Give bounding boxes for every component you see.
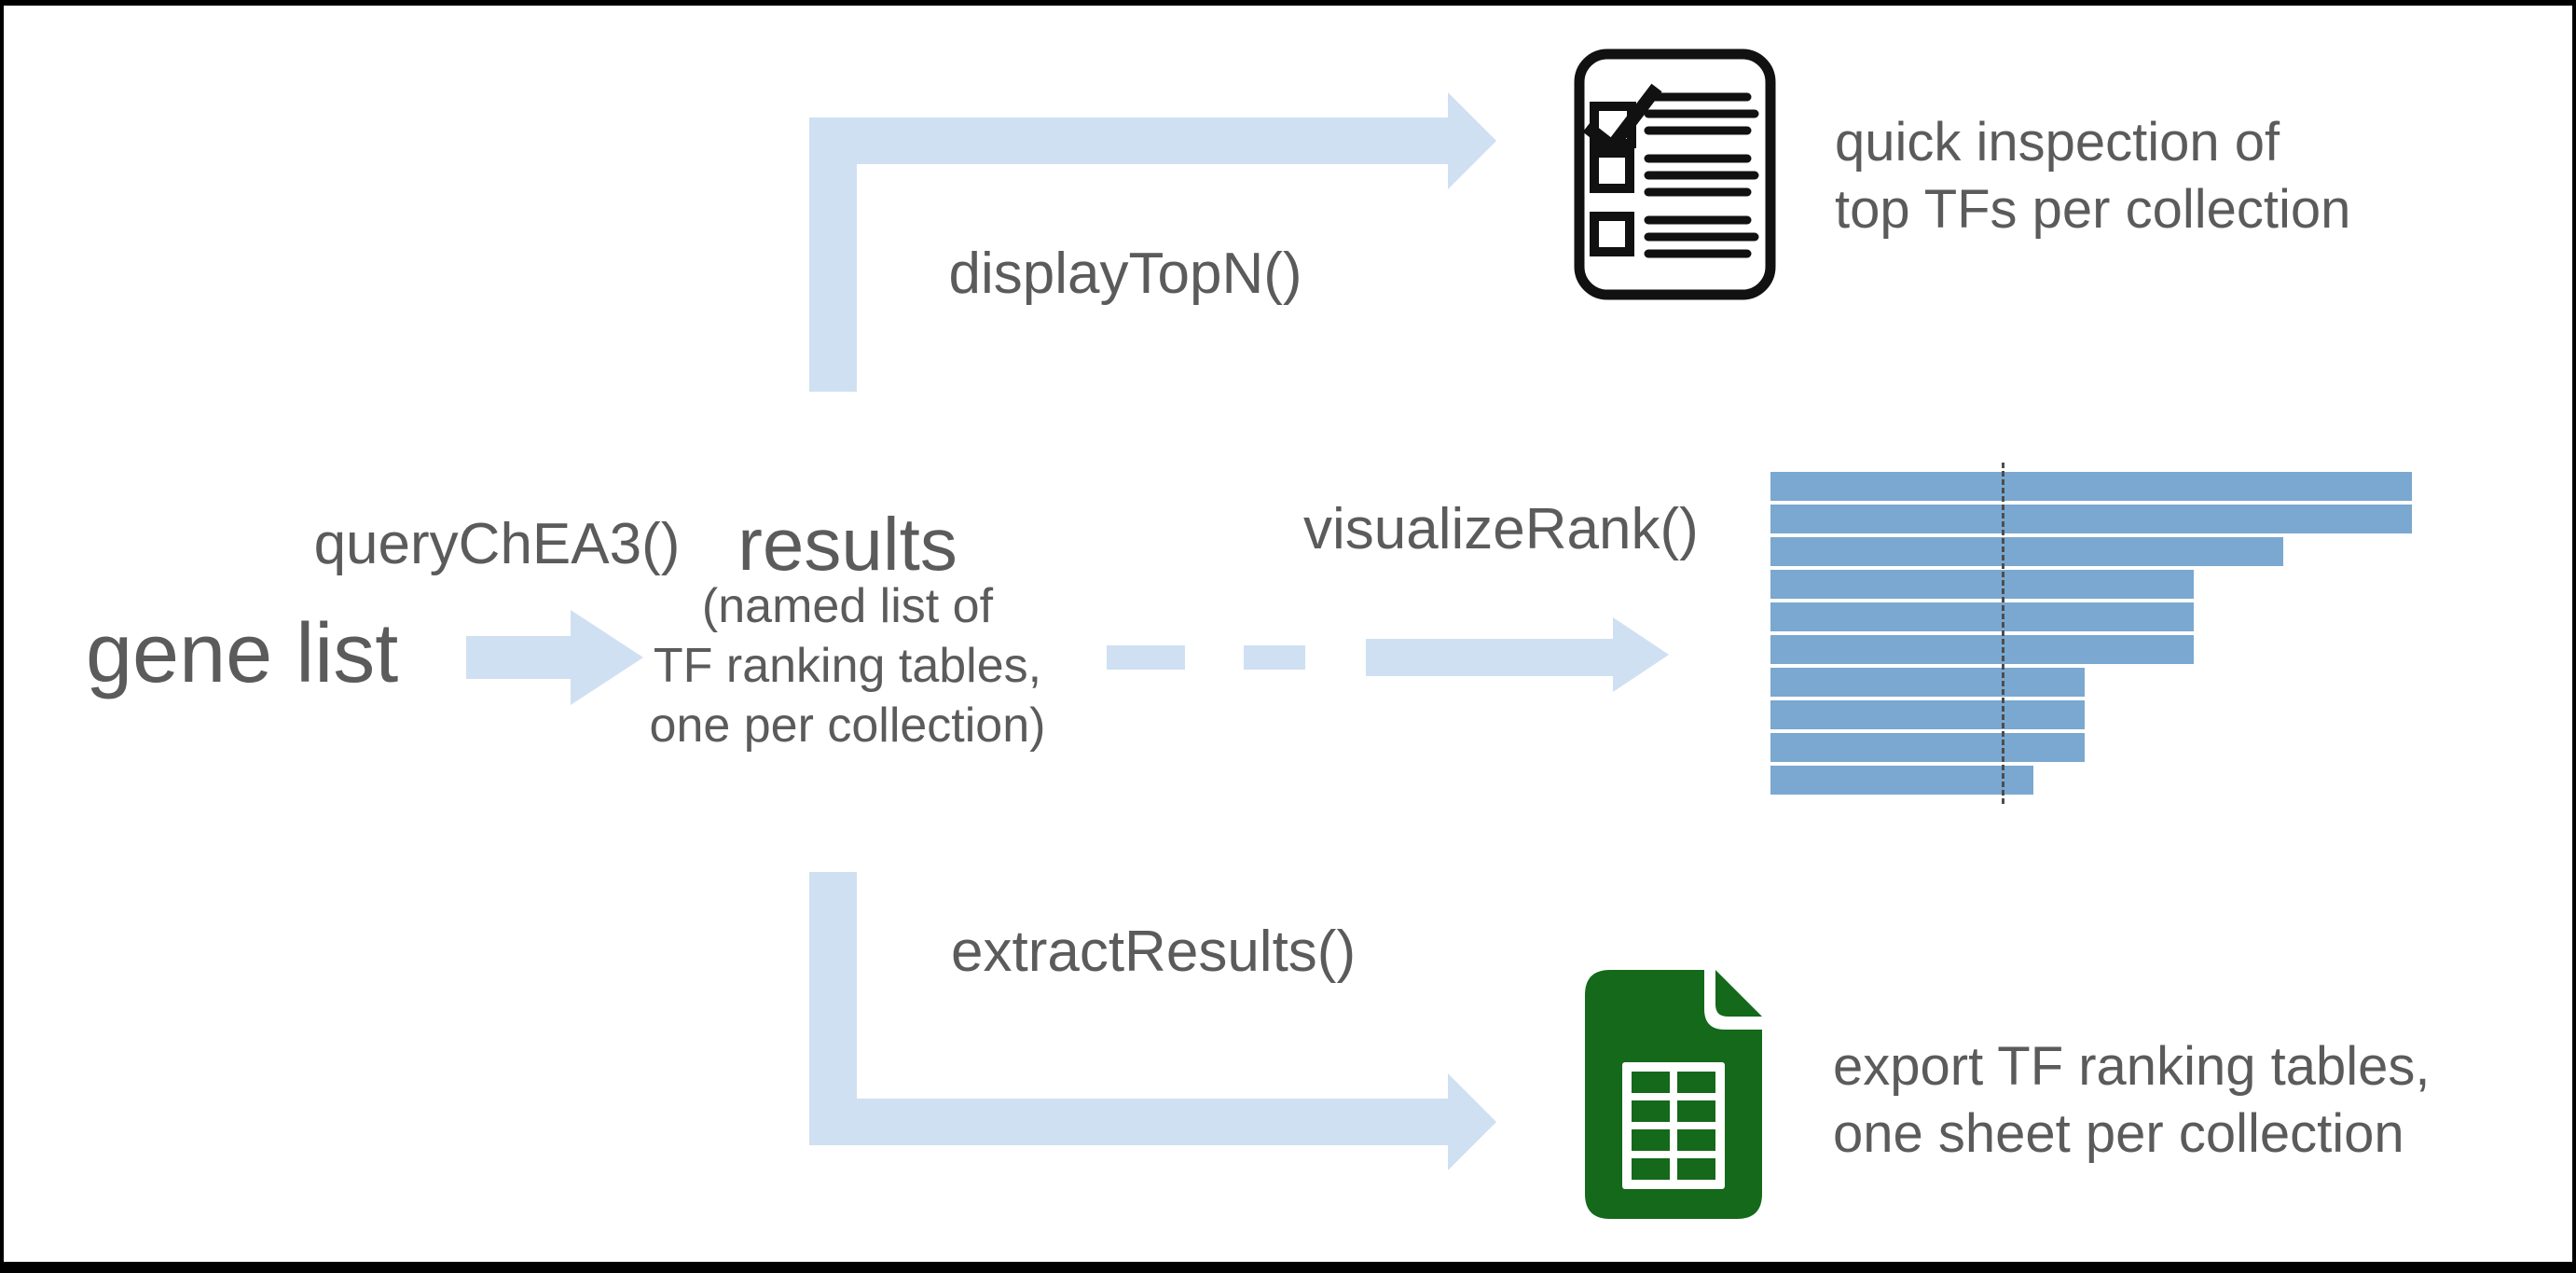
results-subtitle-line2: TF ranking tables,	[653, 639, 1042, 693]
checklist-icon	[1574, 48, 1776, 300]
results-subtitle-line1: (named list of	[701, 579, 994, 633]
extract-results-label: extractResults()	[951, 920, 1357, 984]
results-node-title: results	[737, 503, 957, 586]
rank-bar-chart	[1770, 463, 2412, 804]
bar	[1770, 505, 2412, 533]
bar	[1770, 700, 2085, 729]
bar	[1770, 635, 2194, 664]
quick-inspection-line2: top TFs per collection	[1835, 179, 2351, 240]
spreadsheet-icon	[1585, 970, 1762, 1219]
export-line2: one sheet per collection	[1833, 1103, 2404, 1164]
rank-threshold-dashed-line	[2002, 463, 2004, 804]
results-subtitle-line3: one per collection)	[649, 699, 1046, 753]
bar	[1770, 537, 2283, 566]
display-topn-label: displayTopN()	[948, 242, 1302, 306]
bar	[1770, 733, 2085, 762]
gene-list-node: gene list	[86, 607, 399, 700]
export-text: export TF ranking tables, one sheet per …	[1833, 1033, 2430, 1168]
export-line1: export TF ranking tables,	[1833, 1036, 2431, 1097]
bar	[1770, 570, 2194, 599]
frame-right-bar	[2572, 0, 2576, 1268]
frame-left-bar	[0, 0, 4, 1273]
frame-top-bar	[0, 0, 2576, 6]
results-node-subtitle: (named list of TF ranking tables, one pe…	[614, 576, 1081, 755]
bar	[1770, 602, 2194, 631]
quick-inspection-line1: quick inspection of	[1835, 112, 2280, 173]
frame-bottom-bar	[0, 1262, 2576, 1273]
visualize-rank-label: visualizeRank()	[1303, 497, 1699, 561]
quick-inspection-text: quick inspection of top TFs per collecti…	[1835, 109, 2350, 243]
bar	[1770, 472, 2412, 501]
bar	[1770, 766, 2033, 795]
query-chea3-label: queryChEA3()	[313, 512, 681, 576]
bar	[1770, 668, 2085, 697]
